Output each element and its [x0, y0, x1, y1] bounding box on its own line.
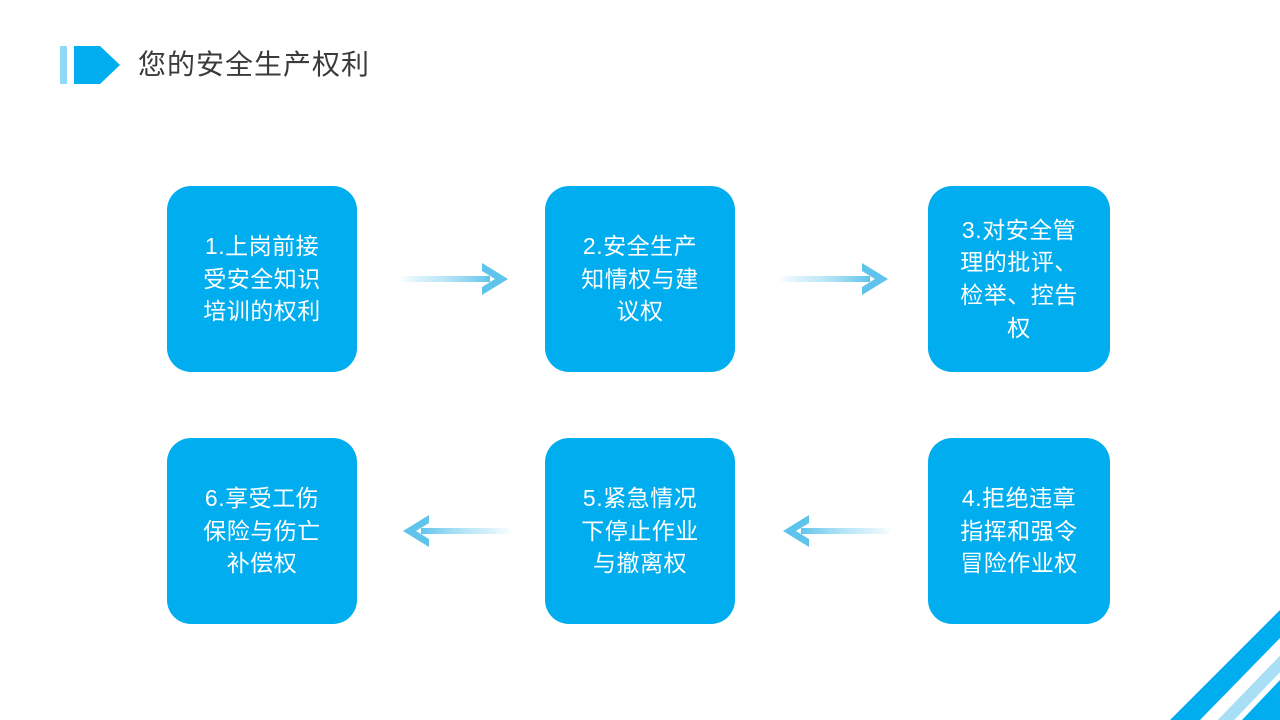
- title-decoration: [60, 45, 120, 85]
- slide-header: 您的安全生产权利: [60, 42, 370, 88]
- flow-node-3[interactable]: 3.对安全管 理的批评、 检举、控告 权: [928, 186, 1110, 372]
- flow-node-4[interactable]: 4.拒绝违章 指挥和强令 冒险作业权: [928, 438, 1110, 624]
- flow-node-6[interactable]: 6.享受工伤 保险与伤亡 补偿权: [167, 438, 357, 624]
- title-accent-bar: [60, 46, 67, 84]
- flow-node-5[interactable]: 5.紧急情况 下停止作业 与撤离权: [545, 438, 735, 624]
- title-accent-arrow: [74, 46, 120, 84]
- flow-node-5-label: 5.紧急情况 下停止作业 与撤离权: [581, 485, 699, 577]
- arrow-right-icon: [778, 257, 893, 301]
- flow-node-4-label: 4.拒绝违章 指挥和强令 冒险作业权: [960, 485, 1078, 577]
- flow-node-1-label: 1.上岗前接 受安全知识 培训的权利: [203, 233, 321, 325]
- arrow-right-icon: [398, 257, 513, 301]
- flow-node-6-label: 6.享受工伤 保险与伤亡 补偿权: [203, 485, 321, 577]
- flow-node-3-label: 3.对安全管 理的批评、 检举、控告 权: [960, 216, 1078, 341]
- arrow-left-icon: [398, 509, 513, 553]
- arrow-left-icon: [778, 509, 893, 553]
- flow-node-1[interactable]: 1.上岗前接 受安全知识 培训的权利: [167, 186, 357, 372]
- page-title: 您的安全生产权利: [138, 49, 371, 80]
- flow-node-2[interactable]: 2.安全生产 知情权与建 议权: [545, 186, 735, 372]
- flow-node-2-label: 2.安全生产 知情权与建 议权: [581, 233, 699, 325]
